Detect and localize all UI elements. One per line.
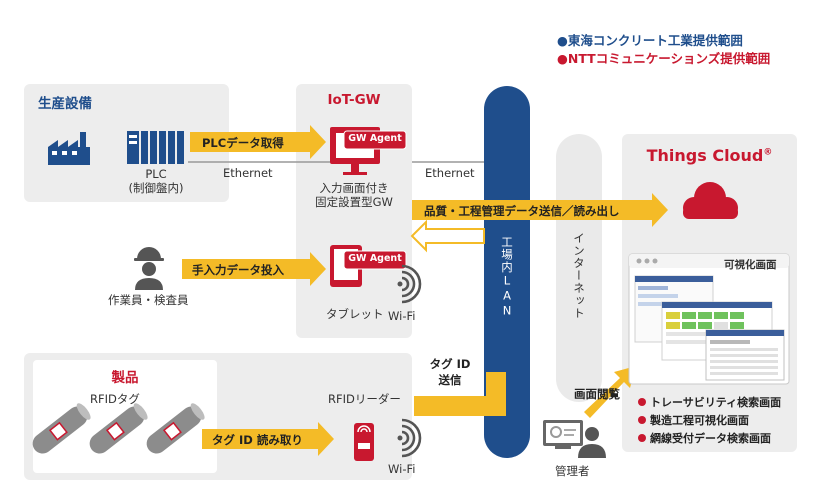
wifi-icon	[397, 264, 422, 304]
bullet-item: 製造工程可視化画面	[638, 412, 749, 430]
bullet-dot	[638, 398, 646, 406]
plc-data-arrow	[190, 125, 326, 159]
tag-send-label-1: タグ ID	[429, 357, 471, 371]
legend-tokai: ●東海コンクリート工業提供範囲	[557, 33, 743, 48]
quality-data-arrow	[412, 193, 668, 227]
bullet-dot	[638, 434, 646, 442]
return-arrow	[410, 219, 485, 253]
things-cloud-title: Things Cloud®	[622, 146, 797, 165]
monitor-icon	[330, 127, 407, 175]
viz-title: 可視化画面	[724, 259, 777, 271]
bullet-dot	[638, 416, 646, 424]
tag-send-arrow	[414, 372, 506, 416]
bullet-item: 網線受付データ検索画面	[638, 430, 771, 448]
manual-input-arrow-label: 手入力データ投入	[192, 263, 284, 277]
worker-icon	[134, 247, 164, 290]
tablet-label: タブレット	[326, 307, 384, 321]
things-cloud-title-text: Things Cloud	[646, 146, 764, 165]
cloud-icon	[683, 182, 738, 219]
wifi-icon-2	[397, 418, 422, 458]
bullet-item: トレーサビリティ検索画面	[638, 394, 781, 412]
manager-label: 管理者	[555, 464, 590, 478]
factory-lan-label: 工場内LAN	[500, 236, 514, 319]
plc-label: PLC	[145, 167, 167, 181]
tag-send-label-2: 送信	[438, 373, 462, 387]
legend-ntt: ●NTTコミュニケーションズ提供範囲	[557, 51, 771, 66]
gw-agent-badge-1: GW Agent	[348, 133, 402, 144]
factory-icon	[48, 132, 90, 165]
plc-sub-label: (制御盤内)	[128, 181, 184, 195]
rfid-reader-label: RFIDリーダー	[328, 392, 401, 406]
quality-data-arrow-label: 品質・工程管理データ送信／読み出し	[424, 204, 620, 218]
internet-label: インターネット	[572, 232, 586, 320]
iot-gw-panel	[296, 84, 412, 338]
bullet-text: トレーサビリティ検索画面	[650, 396, 782, 409]
wifi-label-2: Wi-Fi	[388, 462, 416, 476]
rfid-tag-label: RFIDタグ	[90, 392, 140, 406]
worker-label: 作業員・検査員	[108, 293, 189, 307]
screen-view-label: 画面閲覧	[574, 387, 620, 401]
tablet-icon	[330, 245, 407, 287]
plc-data-arrow-label: PLCデータ取得	[202, 136, 284, 150]
bullet-text: 製造工程可視化画面	[650, 414, 749, 427]
ethernet-label-1: Ethernet	[223, 166, 273, 180]
dashboard-icon	[628, 253, 790, 385]
gw-agent-badge-2: GW Agent	[348, 253, 402, 264]
screen-view-arrow	[584, 366, 636, 418]
fixed-gw-label-2: 固定設置型GW	[315, 195, 393, 209]
bullet-text: 網線受付データ検索画面	[650, 432, 771, 445]
rfid-reader-icon	[354, 423, 374, 461]
manager-icon	[543, 420, 606, 458]
production-title: 生産設備	[38, 96, 92, 112]
fixed-gw-label-1: 入力画面付き	[319, 181, 389, 195]
registered-mark: ®	[763, 147, 773, 158]
manual-input-arrow	[182, 252, 326, 286]
product-title: 製品	[111, 370, 139, 386]
internet-pillar	[556, 134, 602, 402]
wifi-label-1: Wi-Fi	[388, 309, 416, 323]
ethernet-label-2: Ethernet	[425, 166, 475, 180]
rfid-tag-icon	[32, 403, 205, 454]
plc-icon	[127, 131, 184, 164]
tag-read-arrow	[202, 422, 334, 456]
iot-gw-title: IoT-GW	[327, 92, 381, 108]
tag-read-arrow-label: タグ ID 読み取り	[212, 433, 303, 447]
